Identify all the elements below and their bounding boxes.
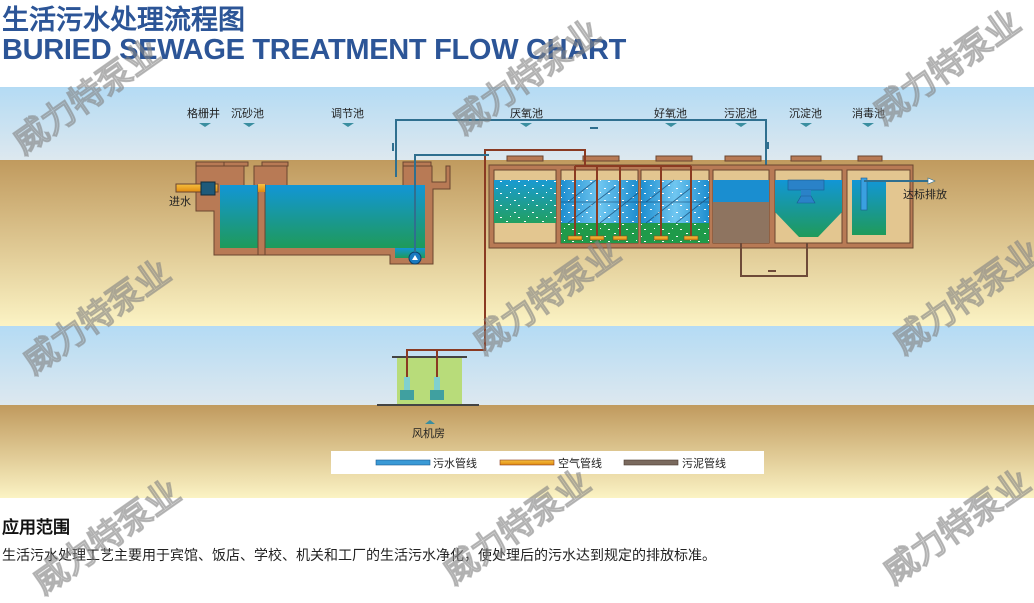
legend: 污水管线 空气管线 污泥管线 [331,451,764,474]
inlet-label: 进水 [169,195,191,208]
water-grit-chamber [220,185,258,248]
marker-screen-well [199,123,211,127]
sludge-layer [713,202,769,243]
marker-sludge-tank [735,123,747,127]
water-sludge-tank [713,180,769,202]
label-sedimentation-tank: 沉淀池 [789,106,822,120]
stage-labels: 格栅井 沉砂池 调节池 厌氧池 好氧池 污泥池 沉淀池 消毒池 [187,106,885,127]
water-equalization-tank [265,185,425,248]
page-title-cn: 生活污水处理流程图 [2,5,245,36]
application-text: 生活污水处理工艺主要用于宾馆、饭店、学校、机关和工厂的生活污水净化，使处理后的污… [2,548,716,564]
flow-diagram: 格栅井 沉砂池 调节池 厌氧池 好氧池 污泥池 沉淀池 消毒池 [0,87,1034,498]
legend-swatch-sewage [375,459,431,466]
diffuser [589,235,605,241]
sky-band-top [0,87,1034,160]
outlet-arrow-icon [927,177,936,185]
diffuser [612,235,628,241]
page-title-en: BURIED SEWAGE TREATMENT FLOW CHART [2,34,627,66]
marker-aerobic-tank [665,123,677,127]
marker-sedimentation-tank [800,123,812,127]
label-screen-well: 格栅井 [187,106,220,120]
air-line [484,149,692,340]
diffuser [653,235,669,241]
marker-disinfection-tank [862,123,874,127]
screen-grate [200,181,216,196]
water-sedimentation-tank [775,180,842,237]
blower-2 [430,390,444,400]
label-grit-chamber: 沉砂池 [231,107,264,120]
inlet-pipe [175,183,219,193]
outlet-label: 达标排放 [903,187,947,201]
legend-label-sludge: 污泥管线 [682,456,726,470]
sludge-line [740,243,808,277]
sky-band-bottom [0,326,1034,405]
diffuser [683,235,699,241]
blower-room [377,337,486,406]
label-anaerobic-tank: 厌氧池 [510,106,543,120]
label-blower-room: 风机房 [412,426,445,440]
marker-equalization-tank [342,123,354,127]
legend-label-air: 空气管线 [558,456,602,470]
blower-1 [400,390,414,400]
diffuser [567,235,583,241]
label-disinfection-tank: 消毒池 [852,106,885,120]
label-equalization-tank: 调节池 [331,107,364,120]
marker-blower-room [425,420,435,424]
water-disinfection-tank [852,180,886,235]
legend-swatch-sludge [623,459,679,466]
marker-anaerobic-tank [520,123,532,127]
legend-swatch-air [499,459,555,466]
label-sludge-tank: 污泥池 [724,107,757,120]
label-aerobic-tank: 好氧池 [654,106,687,120]
application-title: 应用范围 [2,518,70,538]
marker-grit-chamber [243,123,255,127]
legend-label-sewage: 污水管线 [433,456,477,470]
